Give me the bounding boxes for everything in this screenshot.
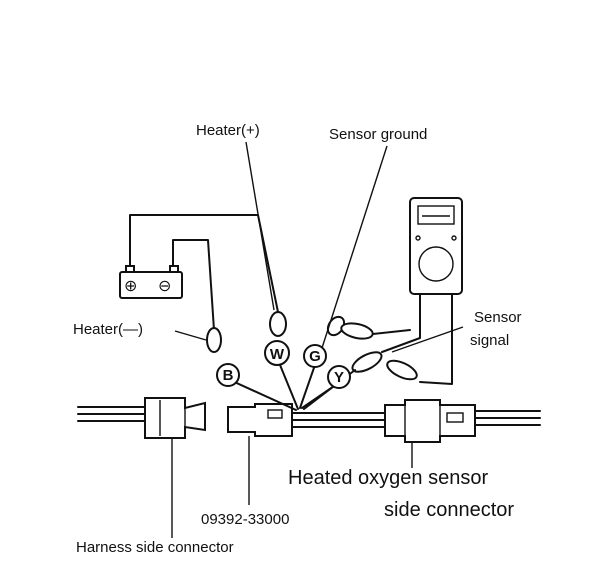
sensor-signal-clip (351, 351, 383, 373)
sensor-ground-label: Sensor ground (329, 126, 427, 143)
oxygen-sensor-side-connector (384, 399, 541, 468)
heater-plus-lead (129, 214, 279, 313)
battery-positive-icon: ⊕ (124, 278, 137, 295)
battery-negative-icon: ⊖ (158, 278, 171, 295)
heater-minus-label: Heater(—) (73, 321, 143, 338)
sensor-signal-probe (386, 359, 418, 381)
svg-text:G: G (309, 348, 321, 365)
oxygen-connector-label-line2: side connector (384, 499, 514, 521)
sensor-signal-label-line1: Sensor (474, 309, 522, 326)
heater-minus-probe (206, 327, 222, 353)
terminal-w: W (264, 340, 290, 366)
heater-minus-leader (174, 330, 207, 341)
terminal-g: G (303, 344, 327, 368)
terminal-y: Y (327, 365, 351, 389)
heater-plus-probe (269, 311, 287, 337)
adapter-fanout-wires (229, 359, 356, 411)
terminal-b: B (216, 363, 240, 387)
svg-text:Y: Y (334, 369, 344, 386)
sensor-signal-label-line2: signal (470, 332, 509, 349)
sensor-ground-lead (372, 329, 411, 335)
sensor-signal-leader (391, 326, 464, 353)
heater-minus-lead (172, 239, 215, 331)
heater-plus-label: Heater(+) (196, 122, 260, 139)
meter-lead-return (419, 293, 453, 385)
harness-side-connector (144, 397, 206, 538)
battery: ⊕ ⊖ (119, 265, 183, 299)
svg-text:W: W (270, 346, 285, 363)
svg-text:B: B (223, 367, 234, 384)
harness-connector-label: Harness side connector (76, 539, 234, 556)
heater-plus-leader (245, 141, 275, 311)
tool-number-label: 09392-33000 (201, 511, 289, 528)
multimeter (409, 197, 463, 295)
check-harness-adapter (227, 403, 386, 505)
meter-lead-signal (381, 293, 421, 353)
sensor-ground-clip (340, 322, 374, 340)
sensor-ground-leader (321, 145, 388, 349)
harness-cable (77, 406, 146, 422)
oxygen-connector-label-line1: Heated oxygen sensor (288, 467, 488, 489)
